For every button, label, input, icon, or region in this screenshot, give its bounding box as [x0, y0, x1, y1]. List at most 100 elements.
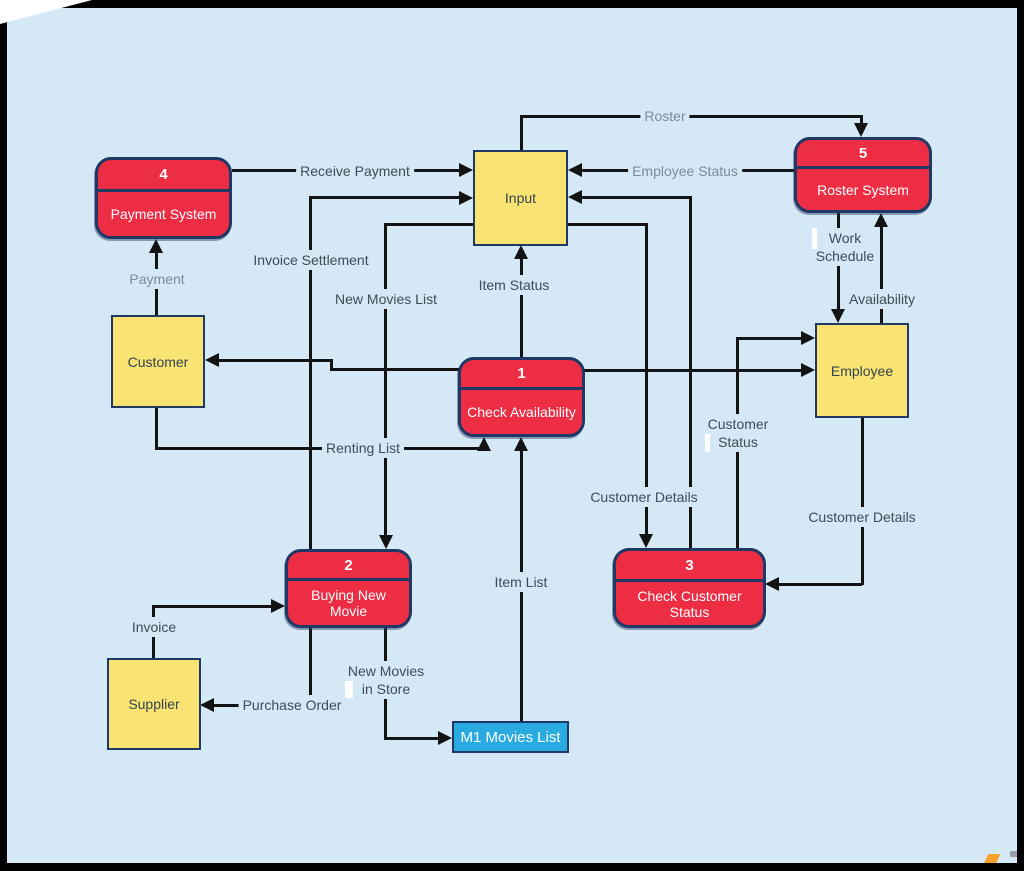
edge-roster-line[interactable]	[520, 115, 523, 151]
edge-customer-status-line[interactable]	[736, 337, 802, 340]
edge-payment-label-line: Payment	[129, 271, 185, 287]
edge-roster-label[interactable]: Roster	[640, 106, 690, 126]
edge-invoice-settlement-line[interactable]	[309, 196, 312, 550]
edge-renting-list-arrowhead-icon	[477, 437, 491, 451]
edge-roster-arrowhead-icon	[854, 123, 868, 137]
node-input[interactable]: Input	[473, 150, 568, 246]
frame-border-top	[0, 0, 1024, 8]
edge-employee-status-label[interactable]: Employee Status	[628, 161, 742, 181]
edge-item-status-label-line: Item Status	[478, 277, 550, 293]
edge-invoice-settlement-arrowhead-icon	[459, 191, 473, 205]
edge-new-movies-in-store-label-line: New Movies	[347, 663, 425, 679]
edge-availability-result-arrowhead-icon	[205, 353, 219, 367]
edge-customer-details-to-process3-right-line[interactable]	[861, 418, 864, 585]
edge-customer-details-to-process3-right-label-line: Customer Details	[808, 509, 916, 525]
edge-invoice-settlement-line[interactable]	[309, 196, 460, 199]
edge-payment-arrowhead-icon	[149, 239, 163, 253]
frame-border-bottom	[0, 863, 1024, 871]
edge-customer-details-to-process3-line[interactable]	[645, 223, 648, 534]
edge-invoice-label[interactable]: Invoice	[127, 617, 181, 637]
watermark-pixel-fragment	[1010, 851, 1017, 857]
edge-customer-status-label-line: Status	[718, 434, 758, 450]
edge-new-movies-in-store-line[interactable]	[384, 737, 438, 740]
edge-renting-list-label[interactable]: Renting List	[322, 438, 404, 458]
edge-new-movies-list-line[interactable]	[384, 223, 387, 536]
edge-new-movies-list-label[interactable]: New Movies List	[331, 289, 441, 309]
edge-customer-details-to-process3-label-line: Customer Details	[590, 489, 698, 505]
edge-roster-line[interactable]	[860, 115, 863, 124]
edge-receive-payment-label[interactable]: Receive Payment	[296, 161, 414, 181]
edge-status-to-input-line[interactable]	[689, 196, 692, 548]
node-employee[interactable]: Employee	[815, 323, 909, 418]
edge-item-status-line[interactable]	[520, 258, 523, 357]
edge-customer-details-to-process3-right-arrowhead-icon	[765, 577, 779, 591]
edge-purchase-order-label[interactable]: Purchase Order	[238, 695, 346, 715]
edge-work-schedule-arrowhead-icon	[831, 309, 845, 323]
edge-status-to-input-line[interactable]	[582, 196, 690, 199]
edge-invoice-line[interactable]	[152, 605, 272, 608]
edge-purchase-order-label-line: Purchase Order	[242, 697, 342, 713]
edge-availability-result-line[interactable]	[330, 368, 459, 371]
edge-availability-to-employee-line[interactable]	[584, 369, 802, 372]
frame-border-right	[1017, 0, 1024, 871]
text-cursor-artifact-cursor-customer-status	[705, 434, 710, 452]
edge-item-list-label[interactable]: Item List	[490, 572, 552, 592]
edge-invoice-arrowhead-icon	[271, 599, 285, 613]
edge-roster-label-line: Roster	[644, 108, 686, 124]
edge-item-status-arrowhead-icon	[514, 245, 528, 259]
node-check-availability-label: Check Availability	[467, 404, 576, 420]
node-check-customer-status-number: 3	[616, 551, 763, 582]
edge-availability-result-line[interactable]	[219, 359, 332, 362]
edge-renting-list-line[interactable]	[155, 408, 158, 450]
edge-status-to-input-arrowhead-icon	[568, 190, 582, 204]
edge-availability-line[interactable]	[880, 226, 883, 323]
edge-receive-payment-label-line: Receive Payment	[300, 163, 410, 179]
edge-availability-arrowhead-icon	[874, 213, 888, 227]
edge-customer-details-to-process3-right-label[interactable]: Customer Details	[804, 507, 920, 527]
edge-availability-label[interactable]: Availability	[845, 289, 919, 309]
edge-availability-label-line: Availability	[849, 291, 915, 307]
edge-roster-line[interactable]	[520, 115, 863, 118]
edge-invoice-settlement-label[interactable]: Invoice Settlement	[249, 250, 373, 270]
edge-new-movies-list-arrowhead-icon	[379, 535, 393, 549]
node-buying-new-movie-number: 2	[288, 552, 409, 581]
node-buying-new-movie-label: Buying New Movie	[311, 587, 386, 619]
node-payment-system-label: Payment System	[110, 206, 217, 222]
edge-customer-details-to-process3-line[interactable]	[568, 223, 648, 226]
edge-item-status-label[interactable]: Item Status	[474, 275, 554, 295]
edge-payment-label[interactable]: Payment	[125, 269, 189, 289]
node-customer-label: Customer	[127, 353, 189, 370]
text-cursor-artifact-cursor-work-schedule	[812, 228, 817, 249]
edge-work-schedule-label-line: Work	[828, 230, 862, 246]
node-m1-movies-list-label: M1 Movies List	[460, 728, 561, 746]
edge-customer-details-to-process3-right-line[interactable]	[779, 583, 862, 586]
edge-customer-status-arrowhead-icon	[801, 331, 815, 345]
edge-renting-list-label-line: Renting List	[326, 440, 400, 456]
edge-item-list-arrowhead-icon	[514, 437, 528, 451]
edge-invoice-label-line: Invoice	[131, 619, 177, 635]
edge-work-schedule-label-line: Schedule	[815, 248, 875, 264]
edge-employee-status-arrowhead-icon	[568, 163, 582, 177]
torn-corner-notch	[0, 0, 92, 24]
edge-renting-list-line[interactable]	[155, 447, 486, 450]
edge-purchase-order-line[interactable]	[309, 628, 312, 706]
node-m1-movies-list[interactable]: M1 Movies List	[452, 721, 569, 753]
node-customer[interactable]: Customer	[111, 315, 205, 408]
edge-availability-to-employee-arrowhead-icon	[801, 363, 815, 377]
edge-new-movies-list-line[interactable]	[384, 223, 474, 226]
frame-border-left	[0, 0, 7, 871]
text-cursor-artifact-cursor-in-store	[345, 681, 353, 698]
node-supplier[interactable]: Supplier	[107, 658, 201, 750]
edge-item-list-label-line: Item List	[494, 574, 548, 590]
edge-new-movies-in-store-arrowhead-icon	[438, 731, 452, 745]
edge-customer-details-to-process3-label[interactable]: Customer Details	[586, 487, 702, 507]
edge-availability-result-line[interactable]	[330, 359, 333, 371]
